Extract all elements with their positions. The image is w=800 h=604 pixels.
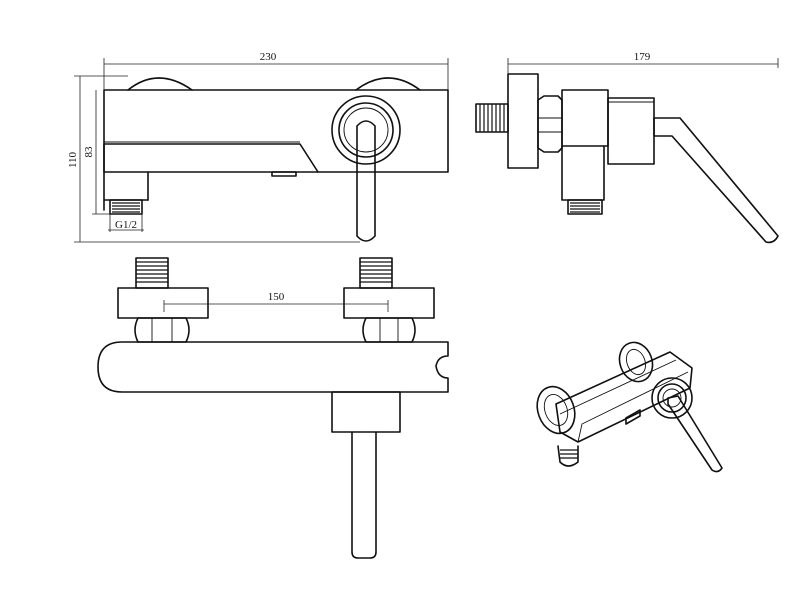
iso-flange-right	[618, 341, 654, 383]
top-cartridge	[331, 391, 401, 433]
top-view	[97, 257, 449, 559]
front-outlet-nut	[271, 171, 297, 177]
side-view	[475, 73, 779, 244]
dim-thread-size: G1/2	[115, 219, 137, 231]
front-cartridge-ring-outer	[331, 95, 401, 165]
front-dimensions: 230 110 83 G1/2	[67, 51, 449, 243]
isometric-view	[536, 341, 723, 473]
side-hex-nut	[537, 95, 563, 153]
dim-body-height: 83	[83, 146, 95, 158]
top-dimensions: 150	[163, 291, 389, 312]
front-body	[103, 89, 449, 173]
side-outlet-thread	[567, 199, 603, 215]
front-flange-left	[127, 77, 193, 91]
side-body	[561, 89, 609, 147]
top-body	[97, 341, 449, 393]
front-spout-top	[103, 143, 319, 173]
top-flange-left	[117, 287, 209, 319]
front-lever	[356, 120, 376, 242]
dim-side-depth: 179	[634, 51, 651, 63]
iso-outlet-thread	[557, 445, 579, 467]
dim-inlet-spacing: 150	[268, 291, 285, 303]
top-flange-right	[343, 287, 435, 319]
side-dimensions: 179	[507, 51, 779, 74]
front-cartridge-ring-mid	[338, 102, 394, 158]
front-view	[103, 77, 449, 242]
iso-flange-left	[536, 385, 576, 435]
top-lever	[351, 431, 377, 559]
front-flange-right	[355, 77, 421, 91]
dim-overall-width: 230	[260, 51, 277, 63]
side-wall-flange	[507, 73, 539, 169]
side-cartridge	[607, 97, 655, 165]
iso-lever	[667, 395, 723, 473]
side-lever	[653, 117, 779, 244]
dim-overall-height: 110	[67, 151, 79, 168]
top-hex-nut-left	[134, 317, 190, 343]
top-hex-nut-right	[362, 317, 416, 343]
front-thread-outlet	[109, 199, 143, 215]
iso-cartridge-outer	[651, 377, 693, 419]
iso-outlet	[625, 409, 641, 425]
